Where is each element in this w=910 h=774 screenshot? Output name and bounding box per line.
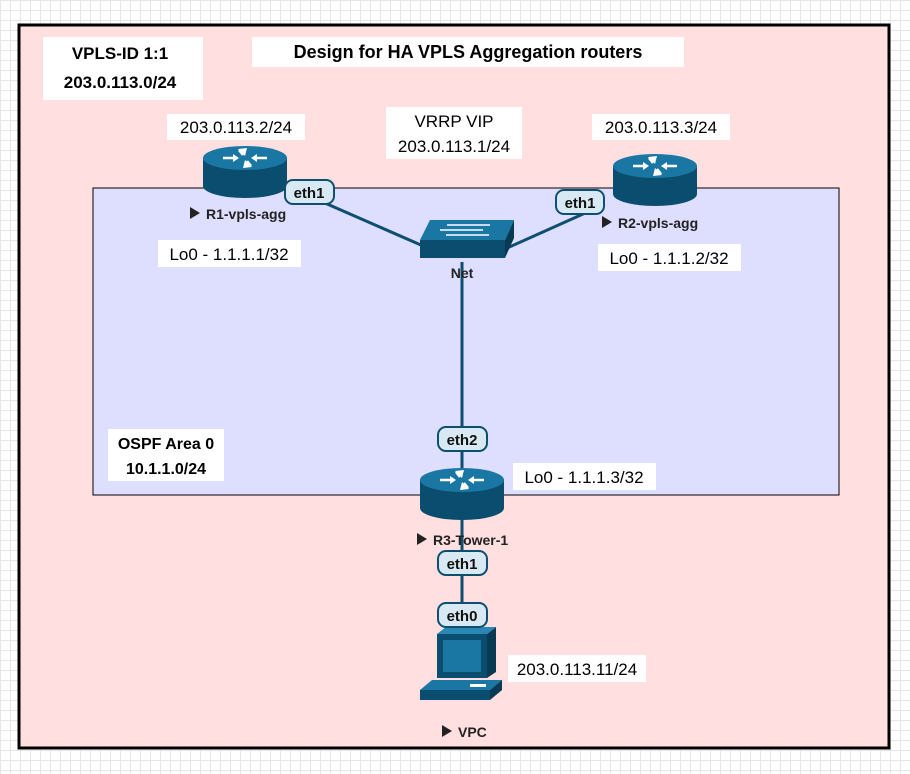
ospf-area-label: OSPF Area 0 — [118, 436, 214, 453]
r1-loopback: Lo0 - 1.1.1.1/32 — [169, 245, 288, 264]
r2-ip-bg — [592, 114, 730, 140]
play-icon — [190, 207, 200, 219]
vpls-subnet: 203.0.113.0/24 — [64, 73, 177, 92]
net-switch-icon[interactable] — [420, 220, 514, 258]
r1-ip: 203.0.113.2/24 — [180, 118, 292, 137]
r2-router-icon[interactable] — [611, 152, 699, 208]
r1-iface: eth1 — [294, 185, 325, 202]
r3-eth2-badge: eth2 — [437, 426, 488, 452]
r1-name-tag: R1-vpls-agg — [190, 206, 286, 222]
vrrp-label-bg — [386, 107, 522, 159]
r3-name: R3-Tower-1 — [433, 532, 508, 548]
r2-name-tag: R2-vpls-agg — [602, 215, 698, 231]
vpc-computer-icon[interactable] — [420, 627, 502, 700]
ospf-subnet: 10.1.1.0/24 — [126, 461, 206, 478]
vpc-eth0-badge: eth0 — [437, 602, 488, 628]
r3-iface-down: eth1 — [447, 556, 478, 573]
r1-ip-bg — [167, 114, 305, 140]
r1-eth1-badge: eth1 — [284, 179, 335, 205]
vpls-label-bg — [43, 37, 203, 100]
diagram-title: Design for HA VPLS Aggregation routers — [294, 42, 643, 62]
r1-name: R1-vpls-agg — [206, 206, 286, 222]
r2-loopback: Lo0 - 1.1.1.2/32 — [609, 249, 728, 268]
net-label: Net — [451, 265, 474, 281]
r2-loopback-bg — [598, 244, 741, 271]
r3-loopback-bg — [513, 463, 656, 490]
link-r2-net — [504, 208, 593, 251]
r1-router-icon[interactable] — [201, 144, 289, 200]
vpc-ip-bg — [508, 655, 646, 682]
r3-name-tag: R3-Tower-1 — [417, 532, 508, 548]
r2-name: R2-vpls-agg — [618, 215, 698, 231]
vpc-ip: 203.0.113.11/24 — [517, 660, 637, 679]
play-icon — [442, 725, 452, 737]
link-r1-net — [317, 198, 431, 251]
vpls-id: VPLS-ID 1:1 — [72, 44, 168, 63]
r3-eth1-badge: eth1 — [437, 550, 488, 576]
r3-router-icon[interactable] — [418, 466, 506, 522]
vpc-name: VPC — [458, 724, 487, 740]
r2-eth1-badge: eth1 — [555, 189, 605, 215]
vpc-name-tag: VPC — [442, 724, 487, 740]
r2-iface: eth1 — [565, 195, 596, 212]
vpc-iface: eth0 — [447, 608, 478, 625]
vrrp-label: VRRP VIP — [414, 112, 493, 131]
ospf-label-bg — [108, 429, 224, 481]
r3-loopback: Lo0 - 1.1.1.3/32 — [524, 468, 643, 487]
play-icon — [417, 533, 427, 545]
r1-loopback-bg — [158, 240, 301, 267]
vrrp-address: 203.0.113.1/24 — [398, 137, 510, 156]
r2-ip: 203.0.113.3/24 — [605, 118, 717, 137]
title-bg — [252, 37, 684, 67]
play-icon — [602, 216, 612, 228]
r3-iface-up: eth2 — [447, 432, 478, 449]
